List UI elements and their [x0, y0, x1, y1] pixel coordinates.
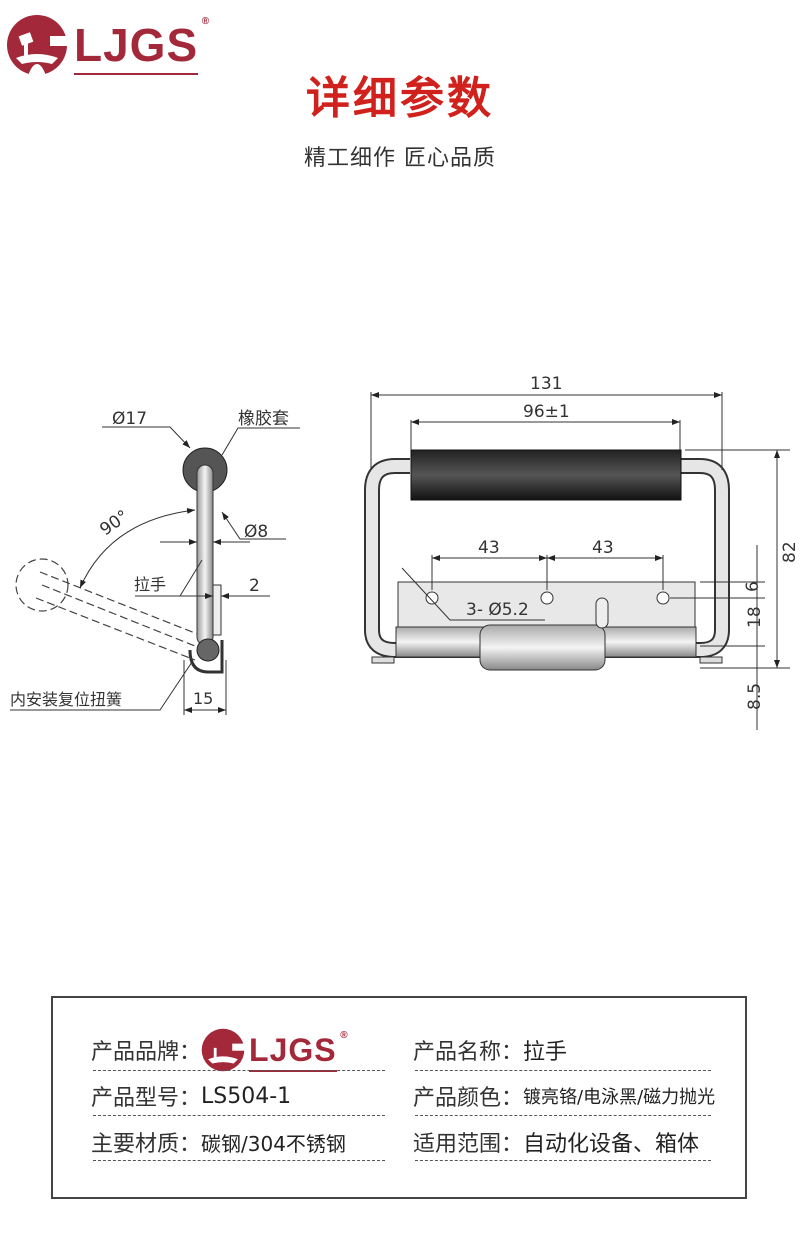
- divider: [93, 1115, 385, 1116]
- spec-table: 产品品牌： LJGS® 产品名称：拉手 产品型号：LS504-1 产品颜色：镀亮…: [51, 996, 747, 1199]
- dim-holes: 3- Ø5.2: [466, 600, 529, 620]
- divider: [93, 1160, 385, 1161]
- registered-mark: ®: [201, 16, 211, 27]
- dim-thickness: 2: [249, 576, 260, 596]
- divider: [93, 1070, 385, 1071]
- dim-height: 82: [780, 541, 800, 563]
- page-subtitle: 精工细作 匠心品质: [304, 146, 496, 171]
- brand-logo: LJGS®: [6, 14, 209, 76]
- dim-dia-8: Ø8: [244, 522, 268, 542]
- spec-name: 产品名称：拉手: [413, 1040, 568, 1065]
- spec-application: 适用范围：自动化设备、箱体: [413, 1132, 700, 1157]
- label-spring: 内安装复位扭簧: [10, 690, 122, 709]
- front-view: 131 96±1 43 43 3- Ø5.2 82 6 18 8.5: [364, 374, 800, 730]
- dim-grip-length: 96±1: [523, 402, 570, 422]
- label-rubber-sleeve: 橡胶套: [238, 409, 289, 429]
- spec-material: 主要材质：碳钢/304不锈钢: [91, 1131, 346, 1158]
- dim-6: 6: [743, 581, 763, 592]
- divider: [415, 1070, 711, 1071]
- technical-drawing: Ø17 橡胶套 Ø8 90° 拉手 2 15 内安装复位扭簧: [10, 374, 800, 730]
- logo-anvil-icon: [7, 15, 68, 76]
- spec-color: 产品颜色：镀亮铬/电泳黑/磁力抛光: [413, 1086, 716, 1111]
- logo-anvil-icon: [201, 1028, 246, 1072]
- side-view: Ø17 橡胶套 Ø8 90° 拉手 2 15 内安装复位扭簧: [10, 409, 300, 715]
- dim-overall-width: 131: [530, 374, 562, 394]
- logo-text: LJGS: [74, 19, 199, 71]
- spec-brand-logo: LJGS®: [201, 1028, 348, 1072]
- page-title: 详细参数: [306, 73, 494, 124]
- dim-18: 18: [745, 606, 765, 628]
- dim-angle: 90°: [96, 506, 132, 540]
- spec-model: 产品型号：LS504-1: [91, 1083, 292, 1112]
- spec-brand: 产品品牌： LJGS®: [91, 1028, 348, 1072]
- dim-hole-spacing-right: 43: [592, 538, 614, 558]
- dim-8-5: 8.5: [745, 683, 765, 710]
- dim-hole-spacing-left: 43: [478, 538, 500, 558]
- label-handle: 拉手: [134, 575, 166, 594]
- divider: [415, 1160, 711, 1161]
- spec-label: 产品品牌：: [91, 1040, 202, 1065]
- divider: [415, 1115, 711, 1116]
- dim-dia-17: Ø17: [112, 409, 147, 429]
- dim-width: 15: [193, 689, 213, 708]
